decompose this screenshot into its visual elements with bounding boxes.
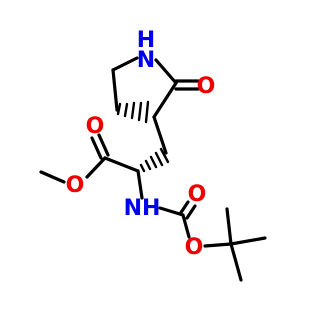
bond-n-carbonyl bbox=[154, 58, 178, 85]
atom-labels: H N O O O NH O O bbox=[66, 28, 216, 260]
boc-oxygen-label: O bbox=[185, 235, 204, 260]
molecule-structure: H N O O O NH O O bbox=[39, 28, 267, 282]
bond-carbamate-co-1 bbox=[178, 200, 190, 216]
bond-ester-c-o bbox=[85, 156, 107, 179]
bond-ester-co-1 bbox=[90, 136, 103, 160]
bond-alpha-ester-c bbox=[103, 156, 140, 173]
bond-tbu-me2 bbox=[229, 236, 267, 246]
bond-n-ch2 bbox=[111, 56, 139, 72]
bond-o-tertc bbox=[203, 242, 233, 248]
ester-carbonyl-oxygen-label: O bbox=[86, 114, 105, 139]
bond-tbu-me1 bbox=[225, 207, 233, 246]
ring-n-h-label: H bbox=[137, 28, 155, 53]
ester-oxygen-label: O bbox=[66, 173, 85, 198]
hashed-bond-ring bbox=[116, 100, 150, 124]
bond-alpha-nh bbox=[136, 169, 144, 200]
hashed-bond-alpha bbox=[139, 147, 170, 173]
bonds bbox=[39, 56, 267, 282]
bond-c3-ch2 bbox=[152, 115, 168, 155]
lactam-oxygen-label: O bbox=[197, 74, 216, 99]
bond-ch2-ch2 bbox=[111, 68, 119, 112]
ring-n-label: N bbox=[137, 48, 155, 73]
bond-o-methyl bbox=[39, 170, 66, 184]
bond-tbu-me3 bbox=[229, 242, 243, 282]
bond-carbamate-co-2 bbox=[185, 204, 197, 220]
bond-ester-co-2 bbox=[97, 133, 110, 157]
bond-carbonyl-c3 bbox=[152, 81, 178, 119]
amine-nh-label: NH bbox=[124, 196, 161, 221]
bond-carbamate-o bbox=[181, 213, 191, 239]
boc-carbonyl-oxygen-label: O bbox=[188, 182, 207, 207]
